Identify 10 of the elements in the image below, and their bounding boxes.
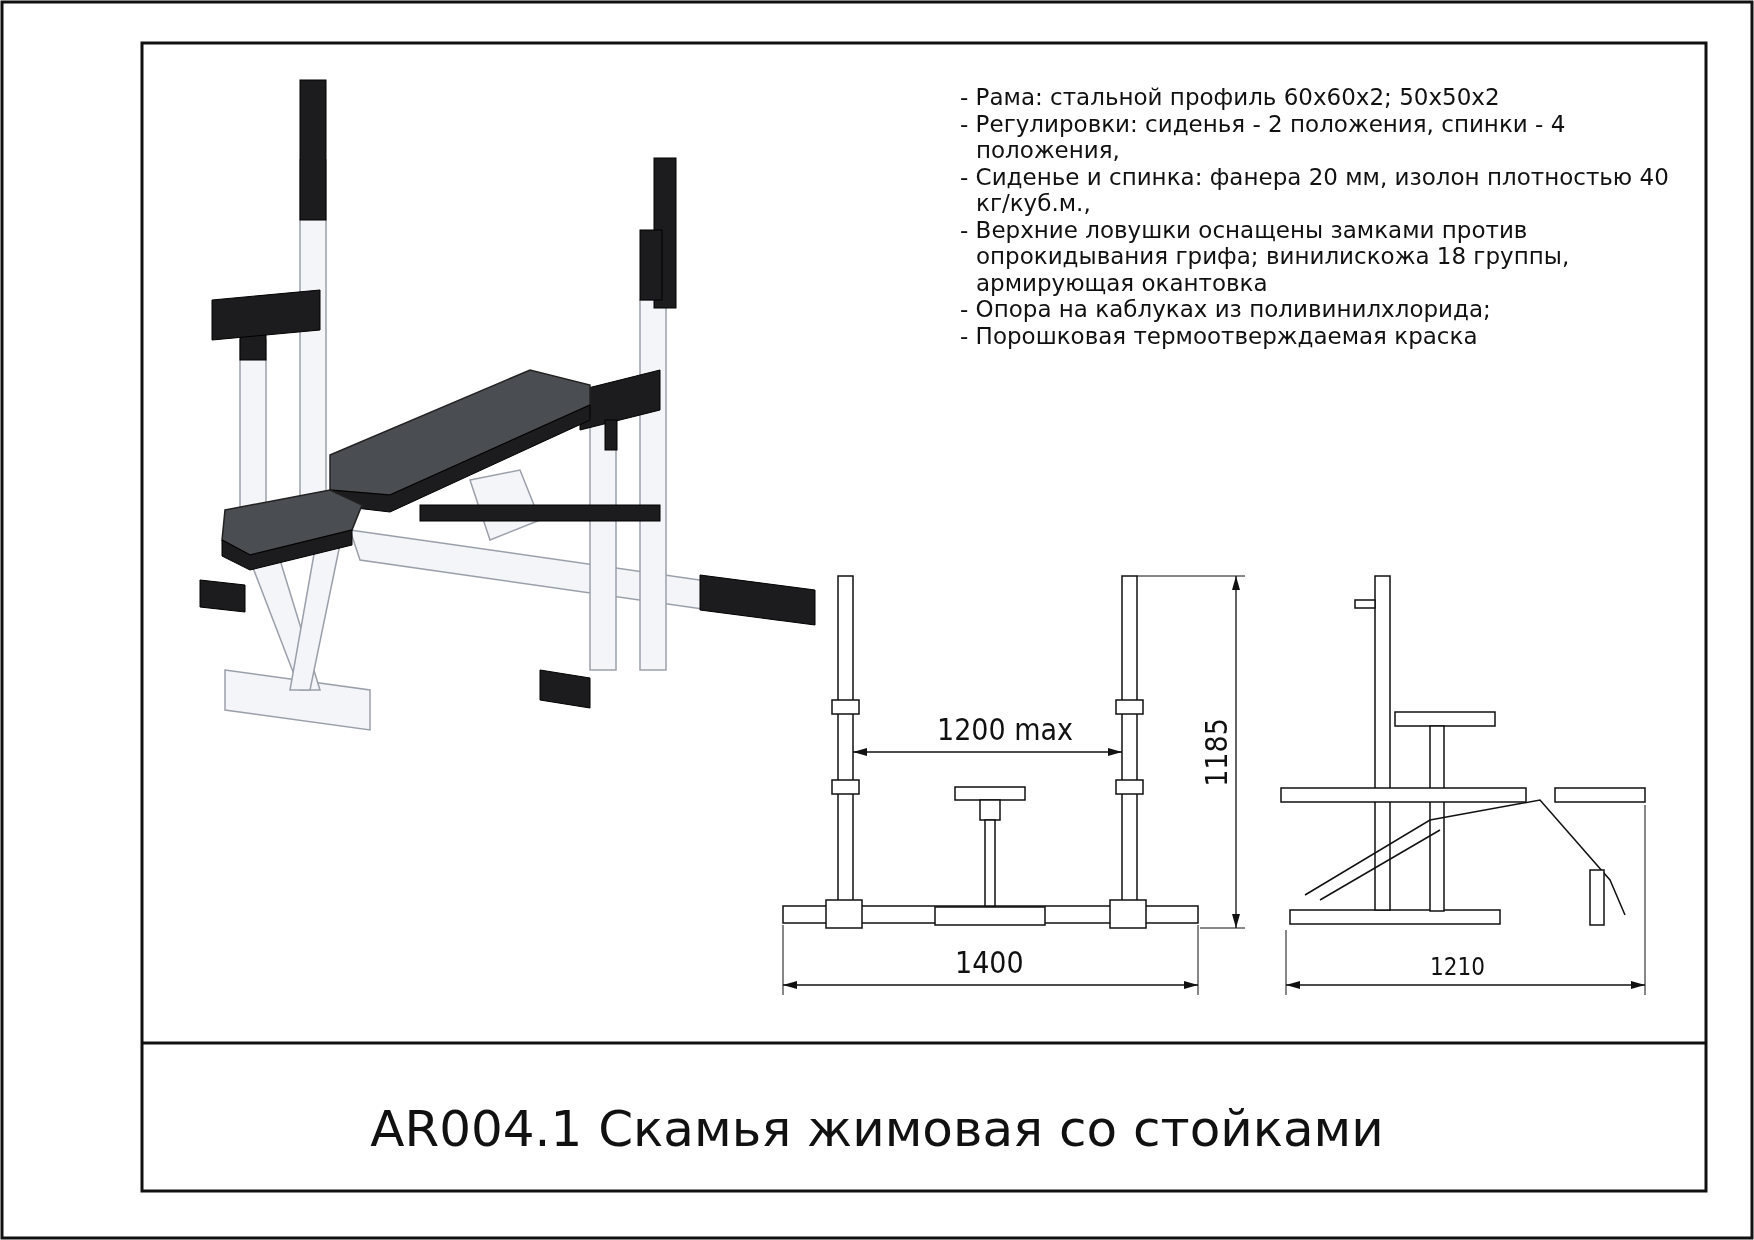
dimension-label: 1185 <box>1198 718 1234 787</box>
dimension-label: 1400 <box>955 945 1024 980</box>
spec-item: - Верхние ловушки оснащены замками против опрокидывания грифа; винилискожа 18 группы, армирующая окантовка <box>960 216 1571 296</box>
dimension-label: 1210 <box>1430 953 1485 981</box>
spec-item: - Регулировки: сиденья - 2 положения, спинки - 4 положения, <box>960 110 1567 164</box>
spec-item: - Опора на каблуках из поливинилхлорида; <box>960 296 1492 323</box>
spec-item: - Порошковая термоотверждаемая краска <box>960 322 1479 349</box>
title-text: AR004.1 Скамья жимовая со стойками <box>369 1100 1385 1158</box>
spec-item: - Рама: стальной профиль 60х60х2; 50х50х2 <box>960 84 1501 111</box>
spec-item: - Сиденье и спинка: фанера 20 мм, изолон плотностью 40 кг/куб.м., <box>960 163 1670 217</box>
